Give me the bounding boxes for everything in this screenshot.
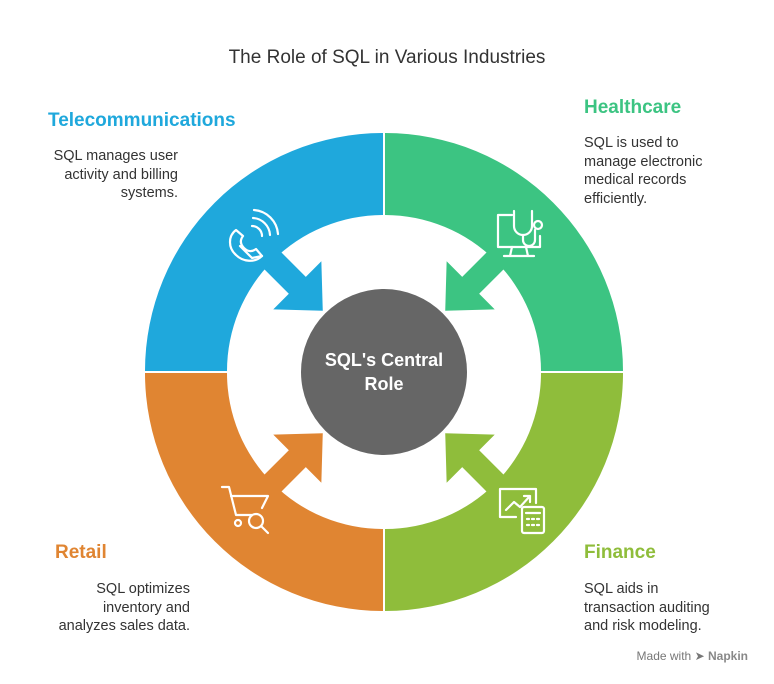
- arrow-finance: [445, 433, 508, 496]
- desc-line: and risk modeling.: [584, 618, 702, 634]
- sector-title-finance: Finance: [584, 542, 656, 563]
- center-circle: [301, 289, 467, 455]
- desc-line: transaction auditing: [584, 599, 710, 616]
- sector-desc-finance: SQL aids in transaction auditing and ris…: [584, 580, 754, 636]
- sector-desc-retail: SQL optimizes inventory and analyzes sal…: [40, 580, 190, 636]
- made-with-napkin-footer: Made with ➤ Napkin: [637, 649, 748, 663]
- desc-line: manage electronic: [584, 153, 703, 170]
- footer-prefix: Made with: [636, 649, 692, 663]
- desc-line: efficiently.: [584, 190, 648, 207]
- desc-line: systems.: [120, 185, 178, 201]
- desc-line: medical records: [584, 172, 687, 188]
- desc-line: SQL optimizes: [96, 581, 190, 597]
- arrow-healthcare: [445, 248, 508, 311]
- arrow-retail: [260, 433, 323, 496]
- napkin-logo-icon: ➤: [694, 649, 705, 663]
- sector-title-healthcare: Healthcare: [584, 97, 682, 118]
- cart-search-icon: [220, 485, 270, 535]
- sector-title-retail: Retail: [55, 542, 107, 563]
- sector-desc-healthcare: SQL is used to manage electronic medical…: [584, 134, 744, 208]
- ring-segment-healthcare: [385, 133, 623, 371]
- phone-signal-icon: [228, 208, 280, 262]
- sector-title-telecommunications: Telecommunications: [48, 110, 236, 131]
- center-label-line2: Role: [364, 374, 403, 394]
- diagram-title: The Role of SQL in Various Industries: [228, 47, 546, 68]
- sector-desc-telecommunications: SQL manages user activity and billing sy…: [48, 147, 178, 203]
- ring-segment-retail: [145, 373, 383, 611]
- arrow-telecommunications: [260, 248, 323, 311]
- desc-line: SQL aids in: [584, 581, 659, 597]
- ring-segment-finance: [385, 373, 623, 611]
- footer-brand: Napkin: [707, 649, 748, 663]
- desc-line: inventory and: [102, 599, 190, 616]
- center-label-line1: SQL's Central: [325, 350, 443, 370]
- desc-line: SQL manages user: [53, 148, 178, 164]
- desc-line: analyzes sales data.: [58, 618, 190, 634]
- ring-segment-telecommunications: [145, 133, 383, 371]
- chart-calculator-icon: [498, 487, 546, 535]
- desc-line: activity and billing: [64, 166, 178, 183]
- monitor-stethoscope-icon: [496, 209, 544, 258]
- desc-line: SQL is used to: [584, 135, 679, 151]
